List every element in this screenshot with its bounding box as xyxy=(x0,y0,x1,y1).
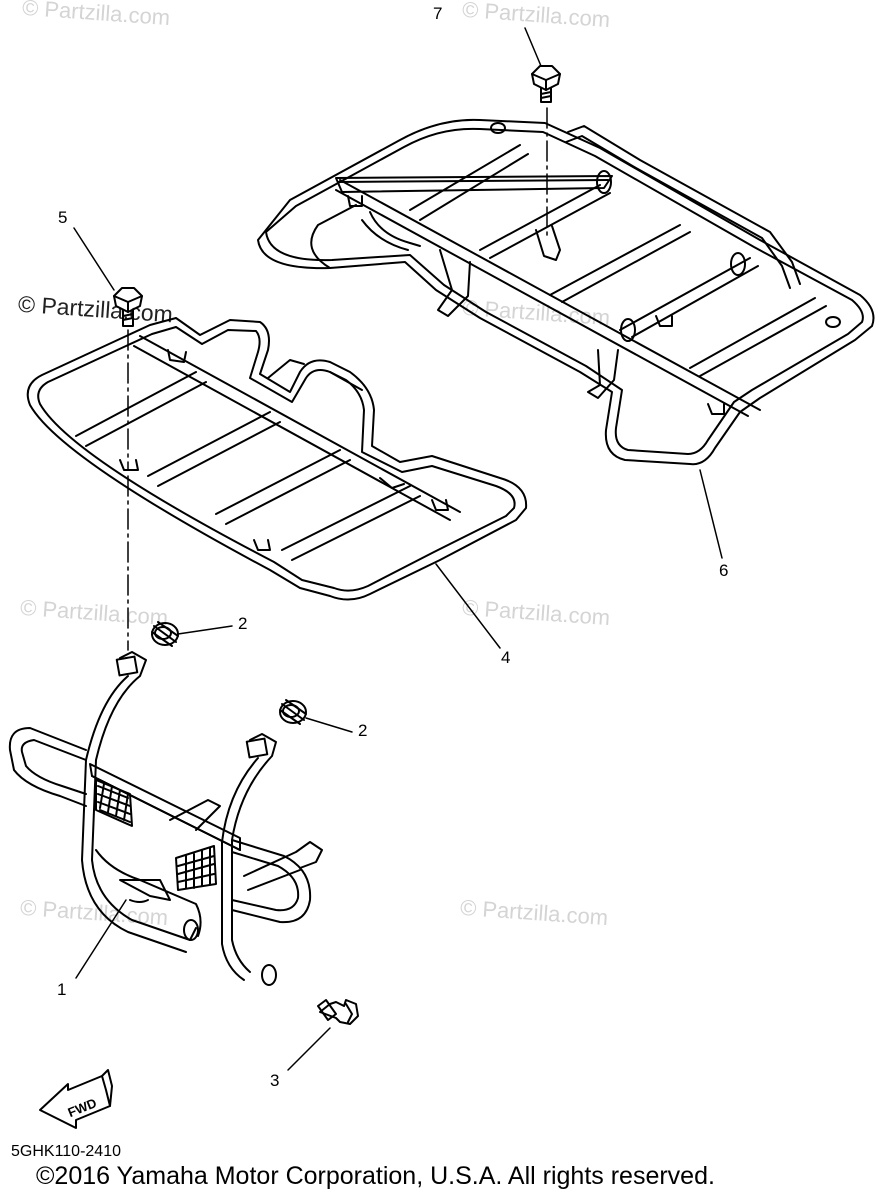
callout-5: 5 xyxy=(58,208,68,227)
callout-2-lower: 2 xyxy=(358,721,368,740)
front-carrier-4[interactable] xyxy=(26,317,528,601)
callout-6: 6 xyxy=(719,561,729,580)
grommet-2-lower[interactable] xyxy=(279,699,307,725)
grommet-2-upper[interactable] xyxy=(151,621,179,647)
callout-7: 7 xyxy=(433,4,443,23)
bolt-5[interactable] xyxy=(113,287,143,327)
bolt-3[interactable] xyxy=(317,999,359,1025)
callout-3: 3 xyxy=(270,1071,280,1090)
bolt-7[interactable] xyxy=(531,65,561,103)
callout-2-upper: 2 xyxy=(238,614,248,633)
front-guard-1[interactable] xyxy=(8,651,323,986)
callout-1: 1 xyxy=(57,980,67,999)
rear-carrier-6[interactable] xyxy=(257,118,875,466)
diagram-code: 5GHK110-2410 xyxy=(11,1143,121,1160)
leader-lines xyxy=(73,27,723,1071)
callout-4: 4 xyxy=(501,648,511,667)
fwd-arrow-icon: FWD xyxy=(39,1069,113,1129)
copyright-notice: ©2016 Yamaha Motor Corporation, U.S.A. A… xyxy=(36,1162,715,1190)
